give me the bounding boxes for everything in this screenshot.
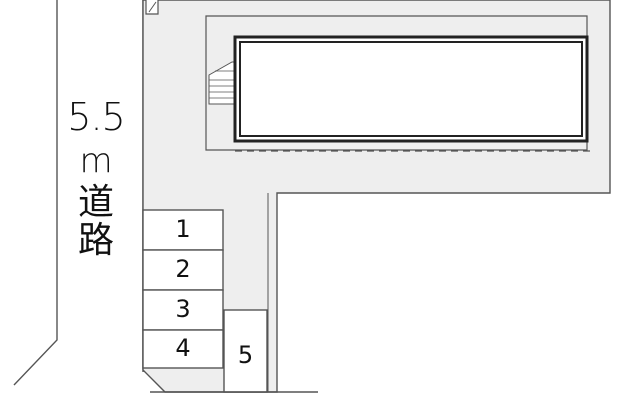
building-footprint <box>205 15 588 151</box>
road-name-label: 道路 <box>62 184 130 260</box>
building <box>239 41 583 137</box>
road-width-unit: m <box>79 141 113 181</box>
lot-corner-marker-diagonal <box>148 1 157 13</box>
parking-slot-4 <box>142 329 224 369</box>
road-name-char: 道 <box>77 182 114 223</box>
parking-slot-2 <box>142 249 224 291</box>
parking-slot-5 <box>223 309 268 393</box>
parking-slot-2-label: 2 <box>175 255 191 283</box>
parking-slot-5-label: 5 <box>237 341 254 369</box>
road-name-char: 路 <box>77 220 114 261</box>
stairs <box>208 61 237 105</box>
parking-slot-1-label: 1 <box>175 215 191 243</box>
parking-slot-3-label: 3 <box>175 295 191 323</box>
road-left-edge <box>13 0 58 386</box>
parking-slot-4-label: 4 <box>175 334 191 362</box>
road-width-label: 5.5 <box>67 95 125 139</box>
